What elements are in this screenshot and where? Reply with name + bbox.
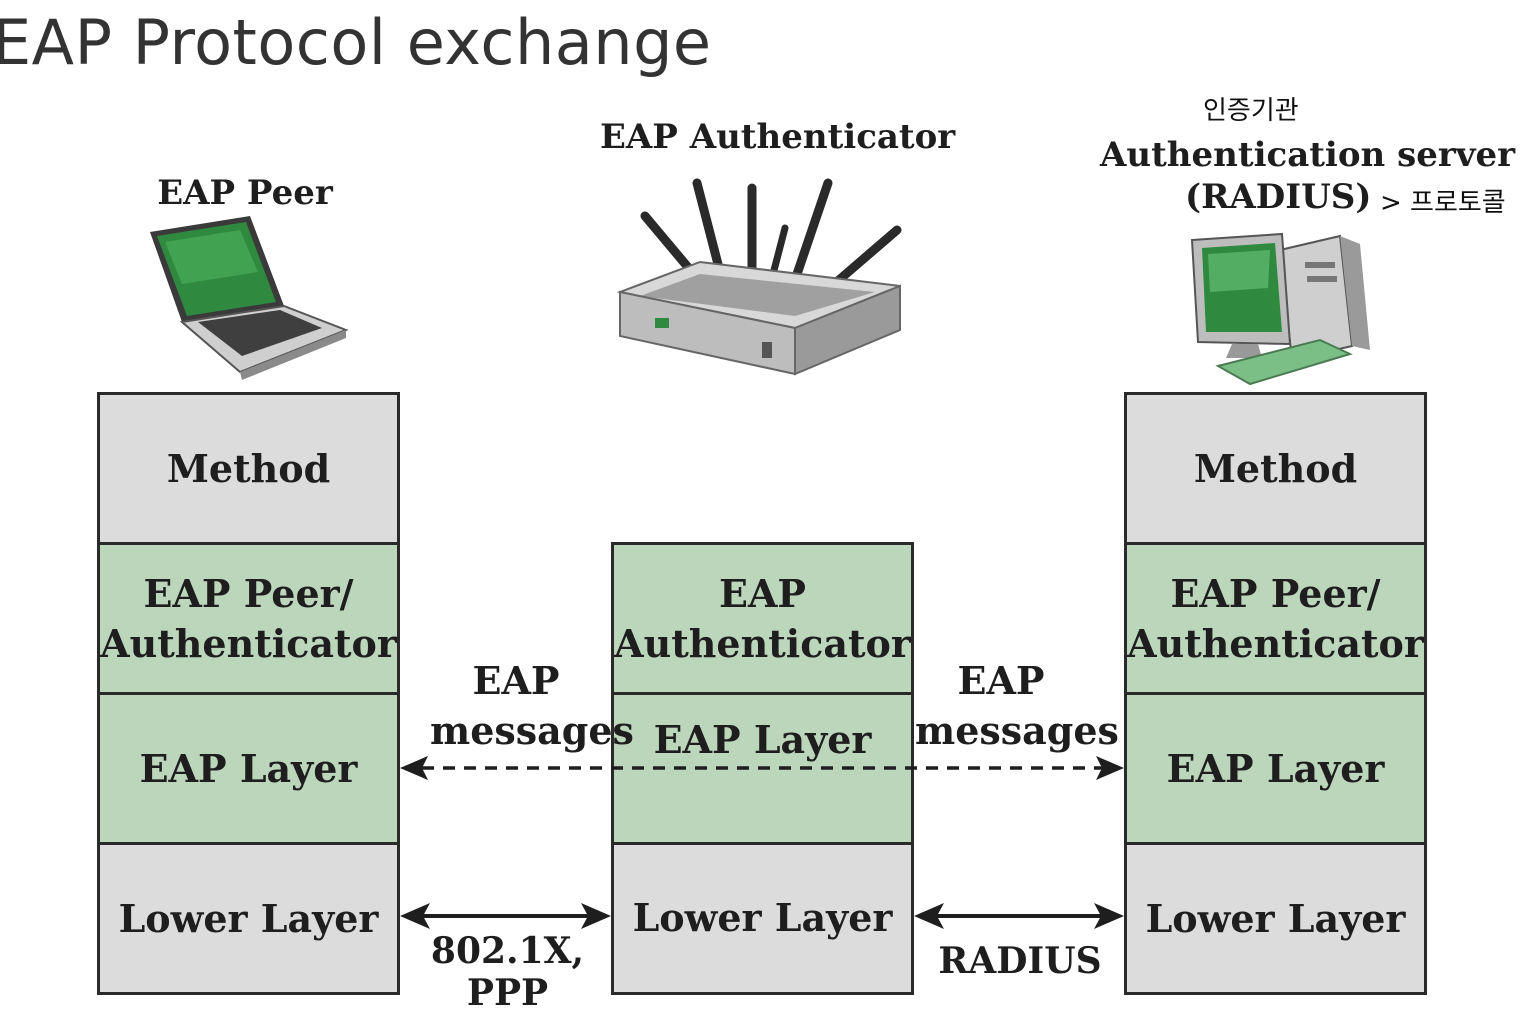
lower-left-arrowhead-left [400,903,430,929]
peer-eap-layer-label: EAP Layer [139,745,358,791]
peer-role-line2: Authenticator [100,620,397,666]
authenticator-eap-layer-label: EAP Layer [653,717,872,762]
server-korean-note: > 프로토콜 [1380,188,1506,218]
peer-method-label: Method [166,445,331,491]
lower-link-right-line1: RADIUS [938,940,1102,982]
eap-arrowhead-right [1096,756,1124,780]
lower-right-arrowhead-left [914,903,944,929]
eap-messages-right-line2: messages [915,708,1119,753]
server-method-label: Method [1193,445,1358,491]
peer-eap-layer: EAP Layer [97,692,400,845]
lower-right-arrowhead-right [1094,903,1124,929]
peer-method-layer: Method [97,392,400,545]
lower-left-arrowhead-right [581,903,611,929]
peer-role-line1: EAP Peer/ [143,570,354,616]
eap-messages-right-line1: EAP [957,658,1045,703]
peer-label: EAP Peer [157,173,333,213]
server-eap-layer-label: EAP Layer [1166,745,1385,791]
authenticator-lower-layer: Lower Layer [611,842,914,995]
peer-role-layer: EAP Peer/ Authenticator [97,542,400,695]
server-role-layer: EAP Peer/ Authenticator [1124,542,1427,695]
authenticator-lower-layer-label: Lower Layer [632,895,893,940]
server-role-line1: EAP Peer/ [1170,570,1381,616]
laptop-icon [150,216,349,380]
eap-messages-left-line2: messages [430,708,634,753]
router-icon [616,178,902,376]
server-lower-layer: Lower Layer [1124,842,1427,995]
authenticator-role-line2: Authenticator [614,620,911,666]
peer-lower-layer-label: Lower Layer [118,895,379,941]
device-illustrations [150,178,1370,386]
eap-arrowhead-left [400,756,428,780]
authenticator-role-line1: EAP [718,570,807,616]
page-title: EAP Protocol exchange [0,6,712,79]
server-eap-layer: EAP Layer [1124,692,1427,845]
server-korean-label: 인증기관 [1203,96,1299,126]
authenticator-label: EAP Authenticator [600,117,956,157]
eap-messages-left-line1: EAP [472,658,560,703]
server-method-layer: Method [1124,392,1427,545]
server-lower-layer-label: Lower Layer [1145,895,1406,941]
desktop-computer-icon [1190,232,1370,386]
server-label-line2: (RADIUS) [1185,177,1372,217]
peer-lower-layer: Lower Layer [97,842,400,995]
lower-link-left-line1: 802.1X, [430,930,585,972]
server-role-line2: Authenticator [1127,620,1424,666]
